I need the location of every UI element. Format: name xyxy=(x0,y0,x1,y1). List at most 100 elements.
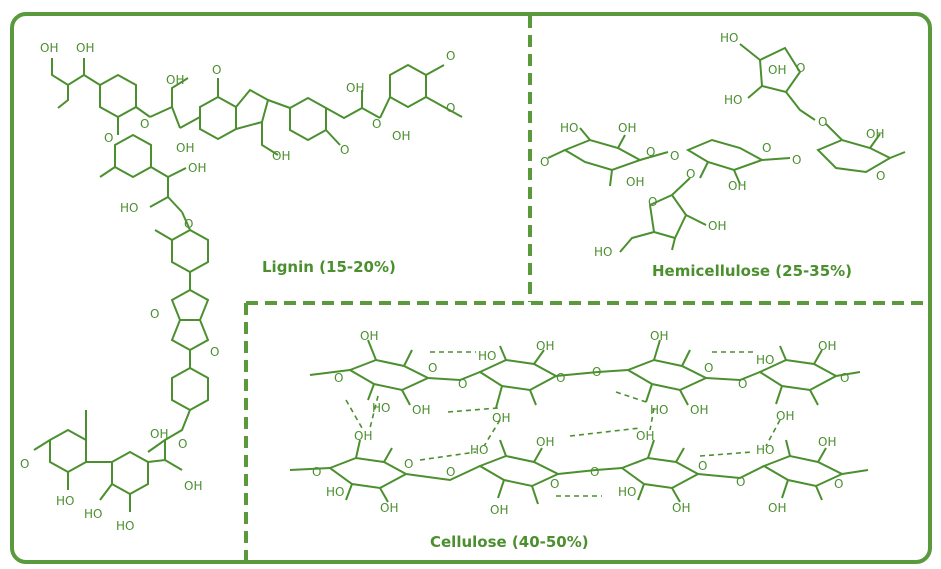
lignin-ring xyxy=(114,133,152,179)
hemi-oh-label: OH xyxy=(708,219,726,233)
lignin-ether-label: O xyxy=(184,217,193,231)
lignin-ho-label: HO xyxy=(56,494,74,508)
hemi-ring-o-label: O xyxy=(648,195,657,209)
cell-oh-label: OH xyxy=(536,339,554,353)
hemi-ring-o-label: O xyxy=(762,141,771,155)
cell-ether-label: O xyxy=(458,377,467,391)
hemi-ether-label: O xyxy=(818,115,827,129)
cell-oh-label: OH xyxy=(818,339,836,353)
lignin-ring xyxy=(289,96,327,142)
cellulose-label: Cellulose (40-50%) xyxy=(430,533,589,551)
hemi-oh-label: OH xyxy=(866,127,884,141)
cellulose-ring xyxy=(477,358,559,392)
cell-ho-label: HO xyxy=(372,401,390,415)
cell-ring-o-label: O xyxy=(698,459,707,473)
cell-oh-label: OH xyxy=(672,501,690,515)
lignin-oh-label: OH xyxy=(392,129,410,143)
lignin-oh-label: OH xyxy=(346,81,364,95)
lignin-ho-label: HO xyxy=(116,519,134,533)
cell-oh-label: OH xyxy=(768,501,786,515)
lignin-ether-label: O xyxy=(140,117,149,131)
cellulose-ring xyxy=(761,454,845,488)
cell-ether-label: O xyxy=(334,371,343,385)
cell-oh-label: OH xyxy=(650,329,668,343)
cellulose-atom-labels: OH O O HO OH O HO OH O OH O OH O HO OH O… xyxy=(312,329,849,517)
lignin-ring xyxy=(171,366,209,412)
lignin-ring xyxy=(171,228,209,274)
lignin-methoxy-label: O xyxy=(20,457,29,471)
cell-ho-label: HO xyxy=(650,403,668,417)
cellulose-ring xyxy=(327,456,409,490)
lignin-oh-label: OH xyxy=(176,141,194,155)
cellulose-ring xyxy=(477,454,561,488)
cell-ring-o-label: O xyxy=(404,457,413,471)
hemi-ether-label: O xyxy=(540,155,549,169)
cellulose-ring xyxy=(619,456,701,490)
cellulose-structure xyxy=(289,339,869,505)
cell-ether-label: O xyxy=(446,465,455,479)
lignin-methoxy-label: O xyxy=(446,49,455,63)
lignin-oh-label: OH xyxy=(166,73,184,87)
cell-oh-label: OH xyxy=(380,501,398,515)
cell-ho-label: HO xyxy=(618,485,636,499)
cell-oh-label: OH xyxy=(490,503,508,517)
cell-ether-label: O xyxy=(590,465,599,479)
hemi-ether-label: O xyxy=(686,167,695,181)
lignin-ring xyxy=(389,63,427,109)
lignin-oh-label: OH xyxy=(76,41,94,55)
lignin-furan-o-label: O xyxy=(150,307,159,321)
cellulose-hydrogen-bonds xyxy=(345,351,781,497)
outer-frame xyxy=(10,12,932,564)
cell-oh-label: OH xyxy=(360,329,378,343)
hemi-ether-label: O xyxy=(670,149,679,163)
cell-oh-label: OH xyxy=(354,429,372,443)
cell-oh-label: OH xyxy=(776,409,794,423)
lignin-ring xyxy=(199,95,237,141)
lignin-ring xyxy=(99,73,137,119)
lignin-atom-labels: OH OH OH O O O OH OH HO O OH OH O O OH O… xyxy=(20,41,455,533)
hemi-ho-label: HO xyxy=(720,31,738,45)
cell-ho-label: HO xyxy=(756,443,774,457)
lignin-ring xyxy=(49,428,87,474)
lignin-methoxy-label: O xyxy=(212,63,221,77)
lignin-ho-label: HO xyxy=(120,201,138,215)
hemi-oh-label: OH xyxy=(626,175,644,189)
lignin-oh-label: OH xyxy=(184,479,202,493)
hemi-ho-label: HO xyxy=(594,245,612,259)
cell-ho-label: HO xyxy=(478,349,496,363)
hemi-ether-label: O xyxy=(792,153,801,167)
lignin-methoxy-label: O xyxy=(446,101,455,115)
lignin-furan-o-label: O xyxy=(210,345,219,359)
cell-oh-label: OH xyxy=(690,403,708,417)
hemicellulose-atom-labels: HO OH O HO O HO OH O O O O O OH O OH OH … xyxy=(540,31,885,259)
hemi-ring-o-label: O xyxy=(646,145,655,159)
cell-ho-label: HO xyxy=(326,485,344,499)
hemi-ring-o-label: O xyxy=(876,169,885,183)
lignin-oh-label: OH xyxy=(150,427,168,441)
cell-oh-label: OH xyxy=(818,435,836,449)
hemi-oh-label: OH xyxy=(618,121,636,135)
lignin-ether-label: O xyxy=(178,437,187,451)
cell-ether-label: O xyxy=(592,365,601,379)
hemi-oh-label: OH xyxy=(728,179,746,193)
cell-ether-label: O xyxy=(738,377,747,391)
cell-ring-o-label: O xyxy=(556,371,565,385)
lignin-ether-label: O xyxy=(104,131,113,145)
hemi-oh-label: OH xyxy=(768,63,786,77)
hemicellulose-label: Hemicellulose (25-35%) xyxy=(652,262,853,280)
cell-oh-label: OH xyxy=(536,435,554,449)
cellulose-ring xyxy=(625,358,709,392)
cellulose-ring xyxy=(347,358,431,392)
cell-oh-label: OH xyxy=(492,411,510,425)
cell-ring-o-label: O xyxy=(704,361,713,375)
cell-ring-o-label: O xyxy=(840,371,849,385)
cell-ring-o-label: O xyxy=(428,361,437,375)
hemi-ho-label: HO xyxy=(560,121,578,135)
cell-ether-label: O xyxy=(736,475,745,489)
lignin-ether-label: O xyxy=(372,117,381,131)
lignin-structure xyxy=(33,58,463,512)
cell-ether-label: O xyxy=(312,465,321,479)
cell-ring-o-label: O xyxy=(550,477,559,491)
lignin-oh-label: OH xyxy=(188,161,206,175)
